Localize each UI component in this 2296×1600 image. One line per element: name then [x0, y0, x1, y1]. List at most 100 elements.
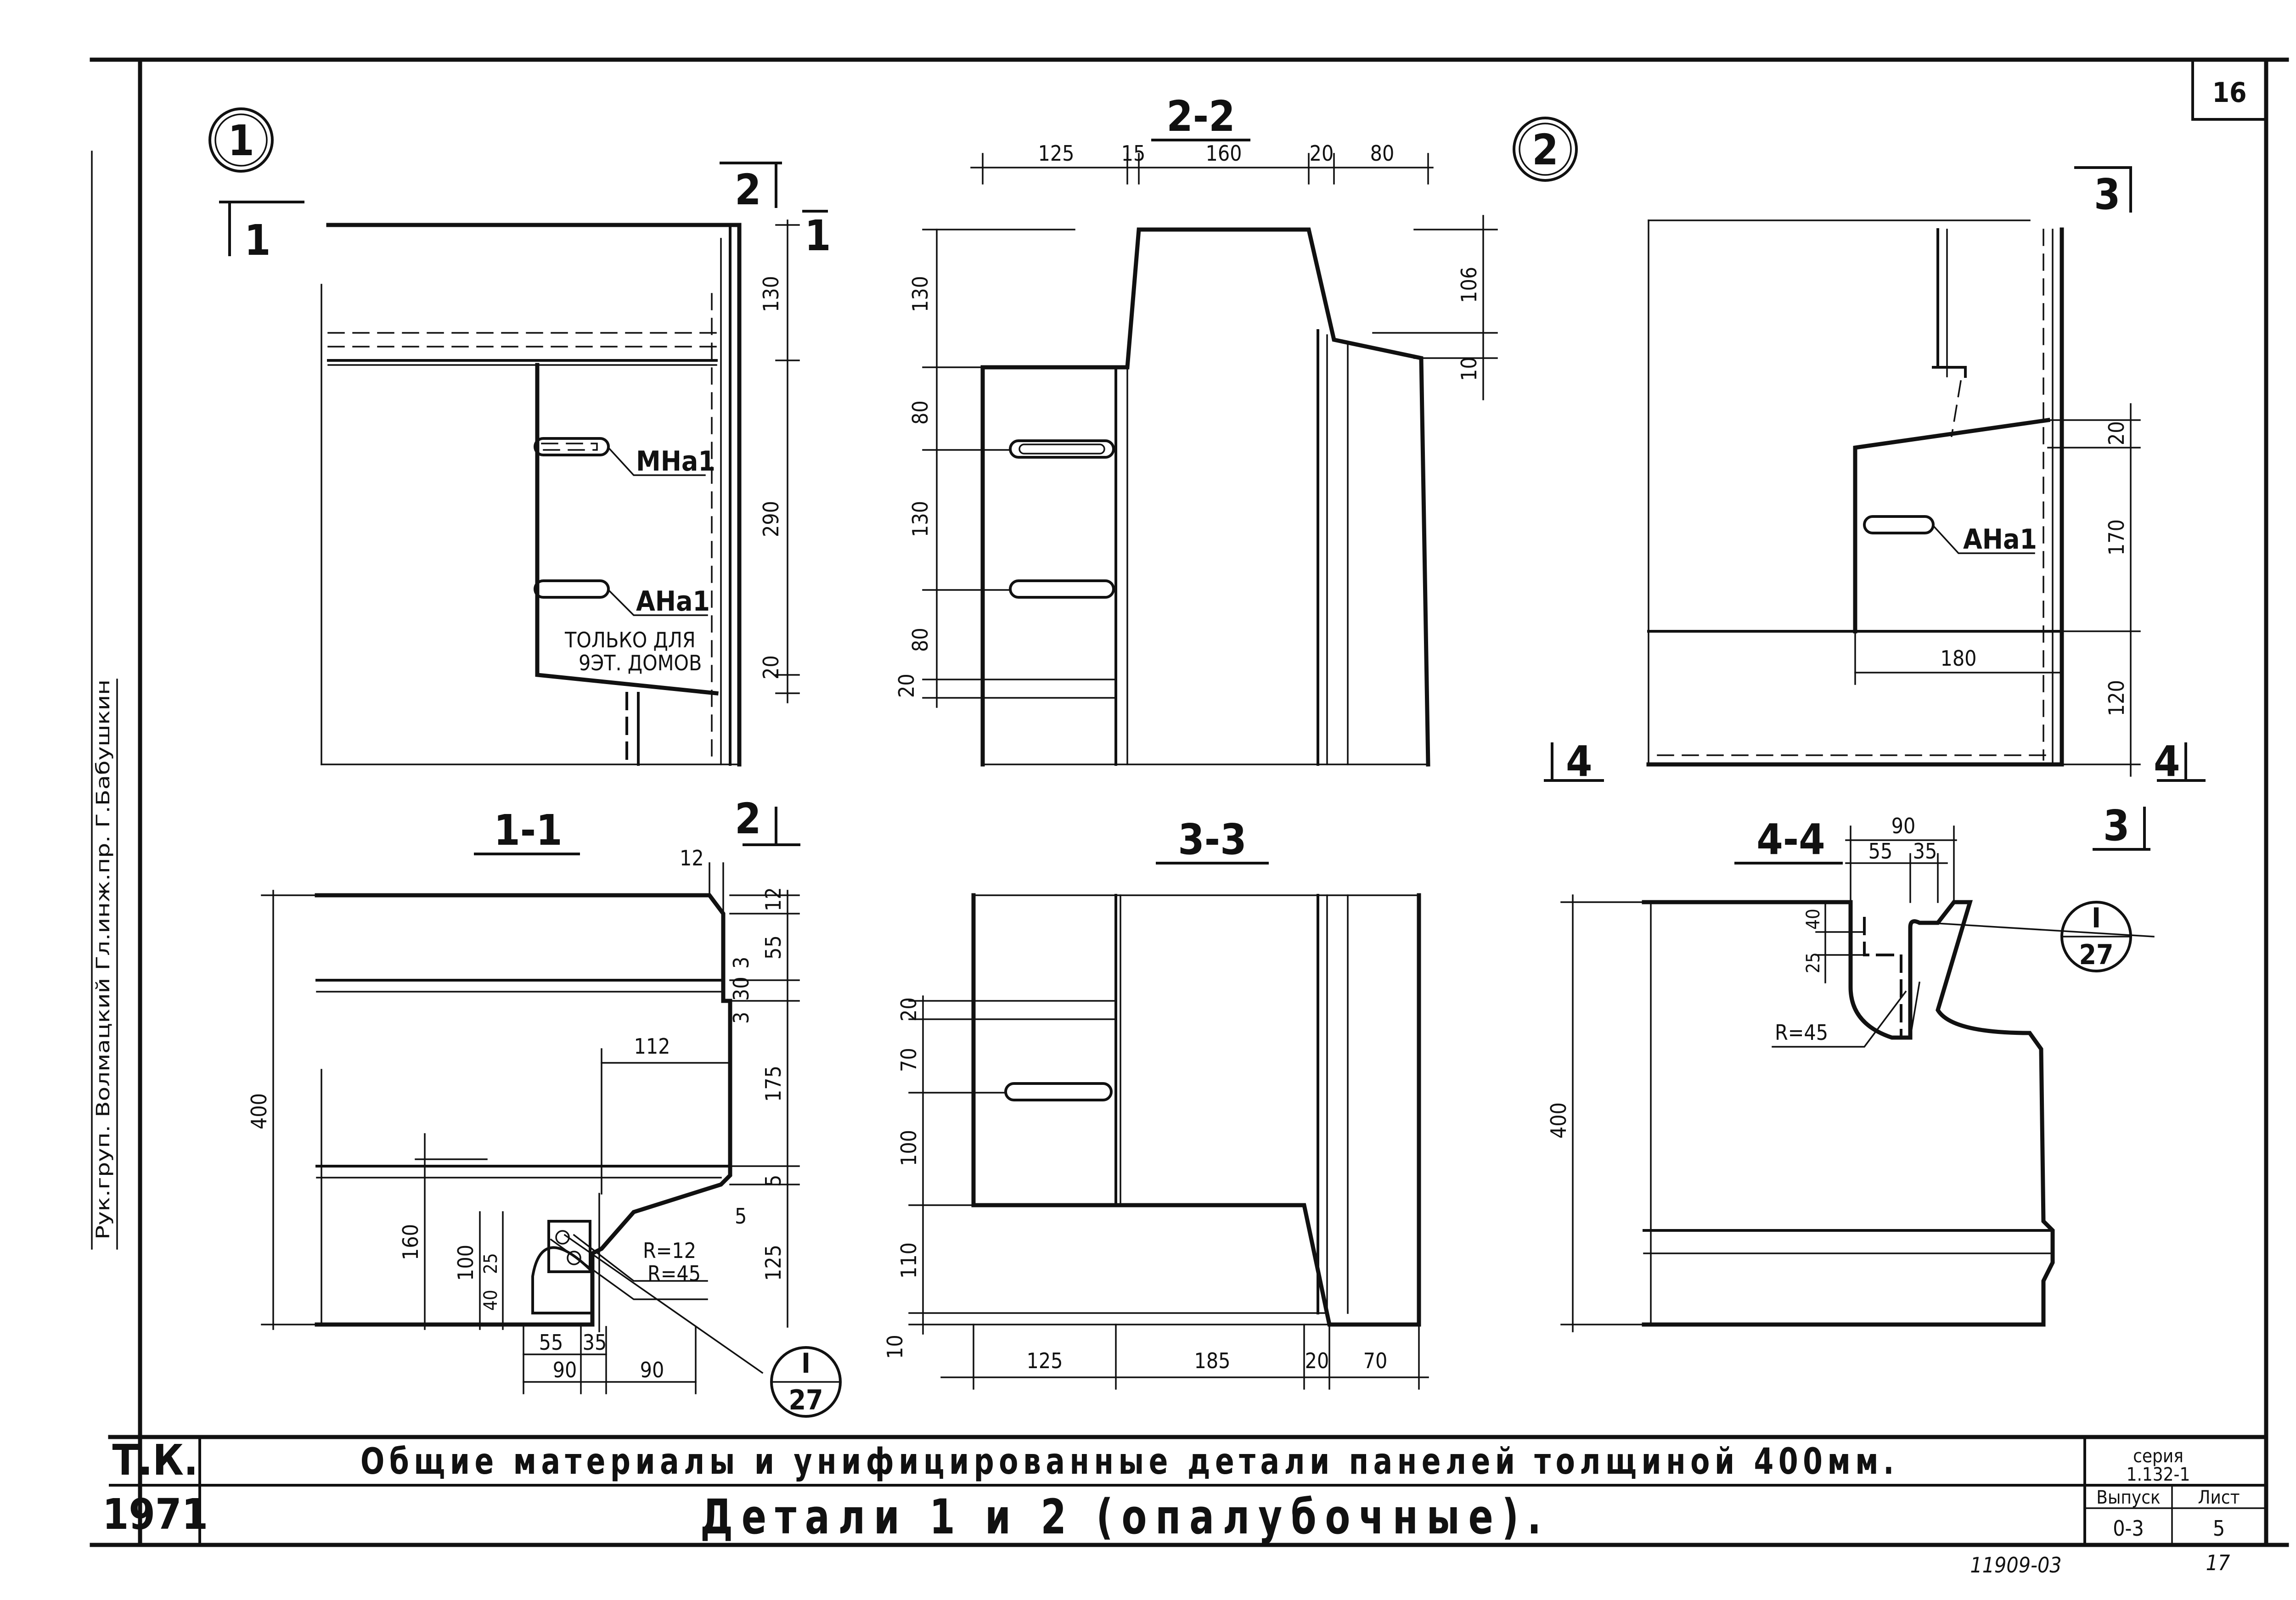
section-1-1-dim-55b: 55: [539, 1330, 563, 1355]
sheet-value: 5: [2213, 1516, 2225, 1541]
section-4-4-view: 4-4 3 90 55 35 40 25 R=45 I 2: [1546, 801, 2155, 1332]
issue-value: 0-3: [2113, 1516, 2144, 1541]
detail-1-marker: 1: [228, 116, 254, 165]
detail-2-view: 2 3 АНа1 20 170 120 180: [1513, 117, 2206, 786]
section-1-1-dim-55: 55: [761, 935, 786, 960]
section-3-3-bottom-70: 70: [1363, 1348, 1388, 1373]
section-1-1-dim-30: 30: [729, 977, 754, 1001]
title-main: Общие материалы и унифицированные детали…: [360, 1441, 1899, 1482]
section-1-1-title: 1-1: [494, 806, 563, 855]
section-4-4-cut-3: 3: [2103, 801, 2130, 850]
section-4-4-callout-num: I: [2092, 902, 2101, 934]
section-1-1-dim-3b: 3: [729, 1012, 754, 1024]
section-2-2-left-130a: 130: [908, 276, 933, 312]
detail-2-dim-120: 120: [2104, 680, 2129, 716]
section-2-2-right-10: 10: [1457, 357, 1481, 381]
title-block: Т.К. 1971 Общие материалы и унифицирован…: [102, 1435, 2268, 1546]
section-2-2-right-106: 106: [1457, 267, 1481, 303]
section-1-1-dim-35: 35: [583, 1330, 607, 1355]
section-1-1-dim-125: 125: [761, 1245, 786, 1281]
section-2-2-left-20: 20: [894, 674, 919, 698]
section-2-2-top-20: 20: [1310, 141, 1334, 166]
detail-2-cut-3: 3: [2094, 170, 2121, 219]
section-1-1-radius-45: R=45: [647, 1261, 701, 1286]
section-3-3-left-110: 110: [896, 1242, 921, 1279]
section-3-3-left-10: 10: [883, 1335, 907, 1359]
detail-1-view: 1 1 2 1 МНа1 АНа1 ТОЛЬКО ДЛЯ 9ЭТ. ДОМ: [208, 107, 831, 767]
section-4-4-callout-sheet: 27: [2079, 939, 2113, 971]
section-2-2-top-15: 15: [1121, 141, 1146, 166]
footer-code: 11909-03: [1970, 1553, 2061, 1578]
section-1-1-dim-5a: 5: [761, 1175, 786, 1187]
section-3-3-left-70: 70: [896, 1048, 921, 1072]
detail-1-cut-c: 1: [805, 211, 831, 260]
section-2-2-view: 2-2 125 15 160 20 80 130: [894, 92, 1498, 767]
page-number: 16: [2212, 77, 2246, 109]
section-3-3-bottom-185: 185: [1194, 1348, 1231, 1373]
section-4-4-dim-400: 400: [1546, 1102, 1571, 1139]
section-1-1-dim-25: 25: [480, 1253, 501, 1274]
section-4-4-radius-45: R=45: [1775, 1020, 1828, 1045]
detail-2-dim-170: 170: [2104, 519, 2129, 556]
section-4-4-dim-25: 25: [1803, 952, 1824, 973]
section-1-1-dim-160: 160: [398, 1224, 423, 1260]
sheet-label: Лист: [2198, 1487, 2240, 1508]
section-1-1-view: 1-1 2 R=12 R=45 I 27 12 55: [247, 794, 842, 1418]
section-1-1-dim-5b: 5: [735, 1204, 747, 1229]
detail-2-cut-4b: 4: [2154, 737, 2180, 786]
detail-1-note-9et: 9ЭТ. ДОМОВ: [579, 651, 702, 675]
title-sub: Детали 1 и 2 (опалубочные).: [700, 1489, 1550, 1545]
section-2-2-top-80: 80: [1370, 141, 1395, 166]
section-3-3-bottom-20: 20: [1305, 1348, 1329, 1373]
section-1-1-dim-90a: 90: [553, 1358, 577, 1382]
footer-number: 17: [2206, 1550, 2230, 1575]
detail-1-note-mna: МНа1: [636, 445, 715, 477]
sheet-frame: 16: [90, 57, 2289, 1547]
section-1-1-dim-3a: 3: [729, 957, 754, 969]
series-value: 1.132-1: [2127, 1464, 2190, 1485]
section-3-3-left-100: 100: [896, 1130, 921, 1166]
org-code: Т.К.: [112, 1436, 198, 1485]
detail-1-dim-20: 20: [759, 655, 783, 679]
section-2-2-left-130b: 130: [908, 501, 933, 537]
section-1-1-cut-2: 2: [735, 794, 761, 843]
section-2-2-left-80a: 80: [908, 400, 933, 425]
section-4-4-dim-90: 90: [1891, 814, 1916, 838]
section-3-3-title: 3-3: [1178, 815, 1247, 864]
section-4-4-dim-55: 55: [1868, 839, 1893, 864]
side-stamp: Рук.груп. Волмацкий Гл.инж.пр. Г.Бабушки…: [91, 151, 118, 1250]
section-1-1-dim-40: 40: [480, 1290, 501, 1311]
year: 1971: [102, 1490, 208, 1539]
detail-1-dim-130: 130: [759, 276, 783, 312]
section-1-1-dim-12h: 12: [680, 846, 704, 870]
detail-1-note-ana: АНа1: [636, 585, 710, 618]
detail-2-dim-20: 20: [2104, 421, 2129, 445]
detail-1-cut-b: 2: [735, 165, 761, 214]
section-4-4-dim-40: 40: [1803, 909, 1824, 930]
side-stamp-text: Рук.груп. Волмацкий Гл.инж.пр. Г.Бабушки…: [93, 679, 114, 1240]
detail-2-dim-180: 180: [1941, 646, 1977, 671]
section-1-1-callout-num: I: [801, 1347, 810, 1380]
detail-1-cut-a: 1: [244, 216, 271, 265]
section-2-2-title: 2-2: [1166, 92, 1235, 141]
section-3-3-view: 3-3 20 70 100 110 10 125 185 20 70: [883, 815, 1429, 1390]
detail-2-cut-4a: 4: [1566, 737, 1593, 786]
series-label: серия: [2133, 1446, 2183, 1467]
section-1-1-dim-400: 400: [247, 1093, 271, 1129]
section-1-1-dim-175: 175: [761, 1066, 786, 1102]
section-2-2-left-80b: 80: [908, 628, 933, 652]
section-2-2-top-125: 125: [1038, 141, 1075, 166]
detail-1-dim-290: 290: [759, 501, 783, 537]
section-3-3-bottom-125: 125: [1027, 1348, 1063, 1373]
section-1-1-dim-100: 100: [453, 1245, 478, 1281]
section-1-1-dim-112: 112: [634, 1034, 670, 1059]
section-4-4-title: 4-4: [1756, 815, 1825, 864]
section-3-3-left-20: 20: [896, 997, 921, 1022]
section-2-2-top-160: 160: [1206, 141, 1242, 166]
detail-1-note-only: ТОЛЬКО ДЛЯ: [564, 628, 696, 652]
section-4-4-dim-35: 35: [1913, 839, 1937, 864]
issue-label: Выпуск: [2096, 1487, 2160, 1508]
section-1-1-dim-90b: 90: [640, 1358, 664, 1382]
section-1-1-callout-sheet: 27: [788, 1384, 823, 1416]
